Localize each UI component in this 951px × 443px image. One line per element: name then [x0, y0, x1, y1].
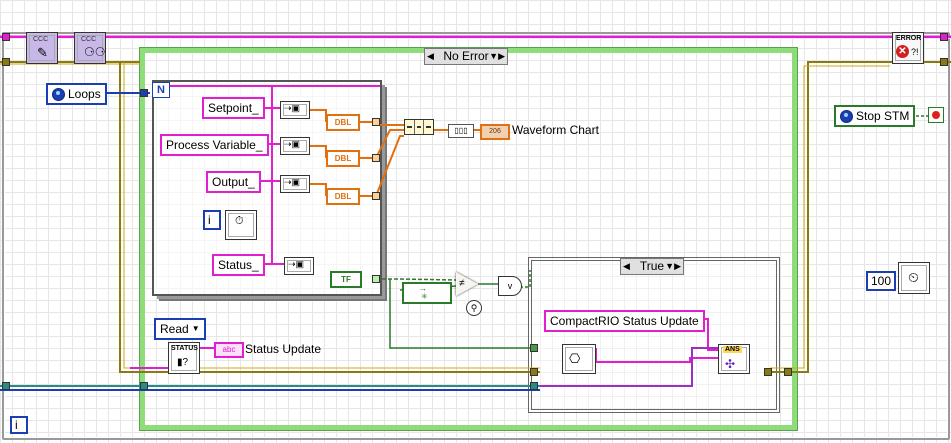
read-enum[interactable]: Read ▼	[154, 318, 206, 340]
glasses-icon: ⚆⚆	[84, 45, 106, 59]
error-x-icon: ✕	[896, 45, 909, 58]
metronome-icon: ⏲	[908, 269, 919, 285]
inner-tunnel-1	[530, 344, 538, 352]
output-dbl[interactable]: DBL	[326, 188, 360, 205]
loops-control-label: Loops	[68, 87, 101, 101]
orange-tunnel-3	[372, 192, 380, 200]
global-icon	[840, 109, 853, 123]
case-selector-label: No Error	[443, 49, 489, 63]
green-boolean-constant[interactable]: → ✳	[402, 282, 452, 304]
inner-case-selector-label: True	[639, 259, 665, 273]
read-enum-label: Read	[160, 322, 189, 336]
for-loop-iteration-terminal: i	[203, 210, 221, 230]
compactrio-string[interactable]: CompactRIO Status Update	[544, 310, 705, 332]
error-handler-vi[interactable]: ERROR ✕ ?!	[892, 32, 924, 64]
case-selector[interactable]: ◀ No Error ▼▶	[424, 48, 508, 65]
setpoint-dbl[interactable]: DBL	[326, 114, 360, 131]
left-olive-tunnel	[2, 58, 10, 66]
read-variable-vi-4[interactable]: ⇢▣	[284, 257, 314, 275]
cube-icon: ⎔	[569, 351, 581, 366]
clock-icon: ⏱	[235, 215, 244, 227]
dropdown-icon: ▼	[191, 324, 200, 333]
case-tunnel-right	[784, 368, 792, 376]
right-olive-tunnel	[940, 58, 948, 66]
process-variable-name[interactable]: Process Variable_	[160, 134, 269, 156]
left-pink-tunnel	[2, 33, 10, 41]
stop-terminal-icon[interactable]	[928, 107, 944, 123]
read-variable-vi-3[interactable]: ⇢▣	[280, 175, 310, 193]
status-update-label: Status Update	[245, 342, 322, 356]
inner-tunnel-2	[530, 368, 538, 376]
read-vi[interactable]: CCC ⚆⚆	[74, 32, 106, 64]
read-variable-vi-1[interactable]: ⇢▣	[280, 101, 310, 119]
wait-constant[interactable]: 100	[866, 271, 897, 291]
bool-tunnel	[372, 275, 380, 283]
array-to-waveform-node[interactable]: ▯▯▯	[448, 124, 474, 138]
orange-tunnel-1	[372, 118, 380, 126]
shift-register-icon: ⚲	[466, 300, 482, 316]
ans-vi[interactable]: ANS ✣	[718, 344, 750, 374]
setpoint-name[interactable]: Setpoint_	[202, 97, 265, 119]
left-teal-tunnel	[2, 382, 10, 390]
not-equal-node[interactable]	[456, 272, 478, 296]
right-pink-tunnel	[940, 33, 948, 41]
build-array-node[interactable]	[404, 119, 434, 135]
tick-count-vi[interactable]: ⏱	[225, 210, 257, 240]
pencil-icon: ✎	[37, 45, 48, 60]
status-tf[interactable]: TF	[330, 271, 362, 288]
inner-case-selector[interactable]: ◀ True ▼▶	[620, 258, 684, 275]
status-name[interactable]: Status_	[212, 254, 265, 276]
write-vi[interactable]: CCC ✎	[26, 32, 58, 64]
or-node[interactable]: v	[498, 276, 522, 296]
stop-stm-control[interactable]: Stop STM	[834, 105, 916, 127]
waveform-chart-terminal[interactable]: 206	[480, 124, 510, 140]
status-string-terminal[interactable]: abc	[214, 342, 244, 358]
for-loop-count-terminal[interactable]: N	[152, 82, 170, 98]
error-wire-left	[119, 62, 540, 373]
read-variable-vi-2[interactable]: ⇢▣	[280, 137, 310, 155]
loops-tunnel	[140, 89, 148, 97]
loops-control[interactable]: Loops	[46, 83, 107, 105]
wait-ms-vi[interactable]: ⏲	[898, 262, 930, 294]
boolean-wire	[376, 278, 457, 281]
status-vi[interactable]: STATUS ▮?	[168, 342, 200, 374]
while-loop	[2, 32, 950, 440]
process-variable-dbl[interactable]: DBL	[326, 150, 360, 167]
left-teal-tunnel-2	[140, 382, 148, 390]
stop-stm-label: Stop STM	[856, 109, 910, 123]
format-vi[interactable]: ⎔	[562, 344, 596, 374]
orange-tunnel-2	[372, 154, 380, 162]
output-name[interactable]: Output_	[206, 171, 261, 193]
inner-tunnel-4	[764, 368, 772, 376]
while-loop-iteration-terminal: i	[10, 416, 28, 434]
inner-tunnel-3	[530, 382, 538, 390]
global-icon	[52, 87, 65, 101]
waveform-chart-label: Waveform Chart	[512, 123, 599, 137]
